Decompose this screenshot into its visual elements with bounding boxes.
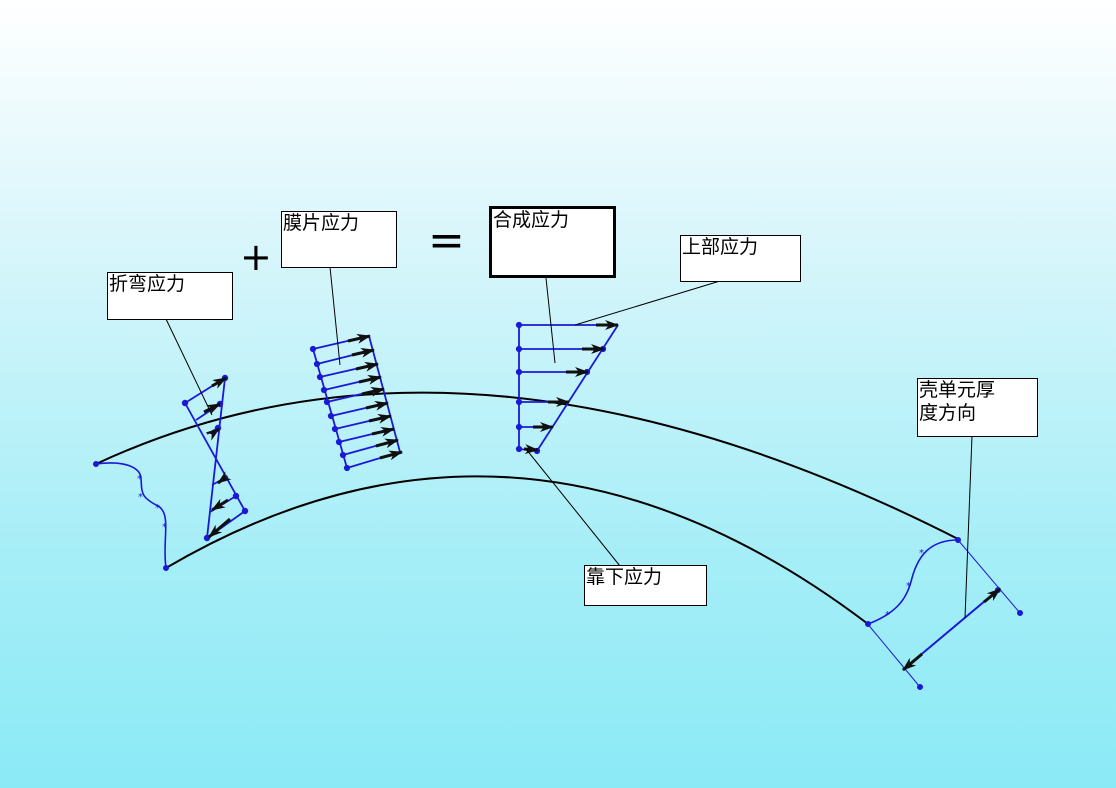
plus-sign: + — [240, 235, 272, 279]
shell-inner-arc — [165, 475, 869, 625]
right-section-break: * * * — [865, 537, 1023, 690]
bending-stress-arrows — [203, 376, 232, 539]
label-shell-thickness-direction: 壳单元厚 度方向 — [917, 378, 1038, 437]
label-combined-stress: 合成应力 — [489, 206, 616, 278]
svg-text:*: * — [906, 581, 911, 592]
label-bottom-stress: 靠下应力 — [584, 565, 707, 606]
svg-text:*: * — [162, 522, 167, 533]
thickness-arrow-down — [902, 652, 923, 672]
equals-sign: = — [428, 215, 465, 266]
svg-text:*: * — [138, 492, 143, 503]
left-section-break: * * * * — [93, 461, 169, 571]
membrane-stress-arrows — [347, 334, 403, 461]
label-bending-stress: 折弯应力 — [107, 272, 233, 320]
svg-text:*: * — [155, 503, 160, 514]
leader-lines — [165, 266, 973, 619]
combined-stress-diagram — [515, 321, 619, 455]
label-membrane-stress: 膜片应力 — [281, 211, 397, 268]
combined-stress-arrows — [523, 320, 619, 455]
svg-text:*: * — [885, 610, 890, 621]
bending-stress-diagram — [181, 374, 249, 542]
label-top-stress: 上部应力 — [680, 235, 801, 282]
svg-text:*: * — [919, 548, 924, 559]
thickness-arrow-up — [983, 587, 1001, 604]
svg-text:*: * — [137, 474, 142, 485]
shell-outer-arc — [95, 391, 961, 541]
